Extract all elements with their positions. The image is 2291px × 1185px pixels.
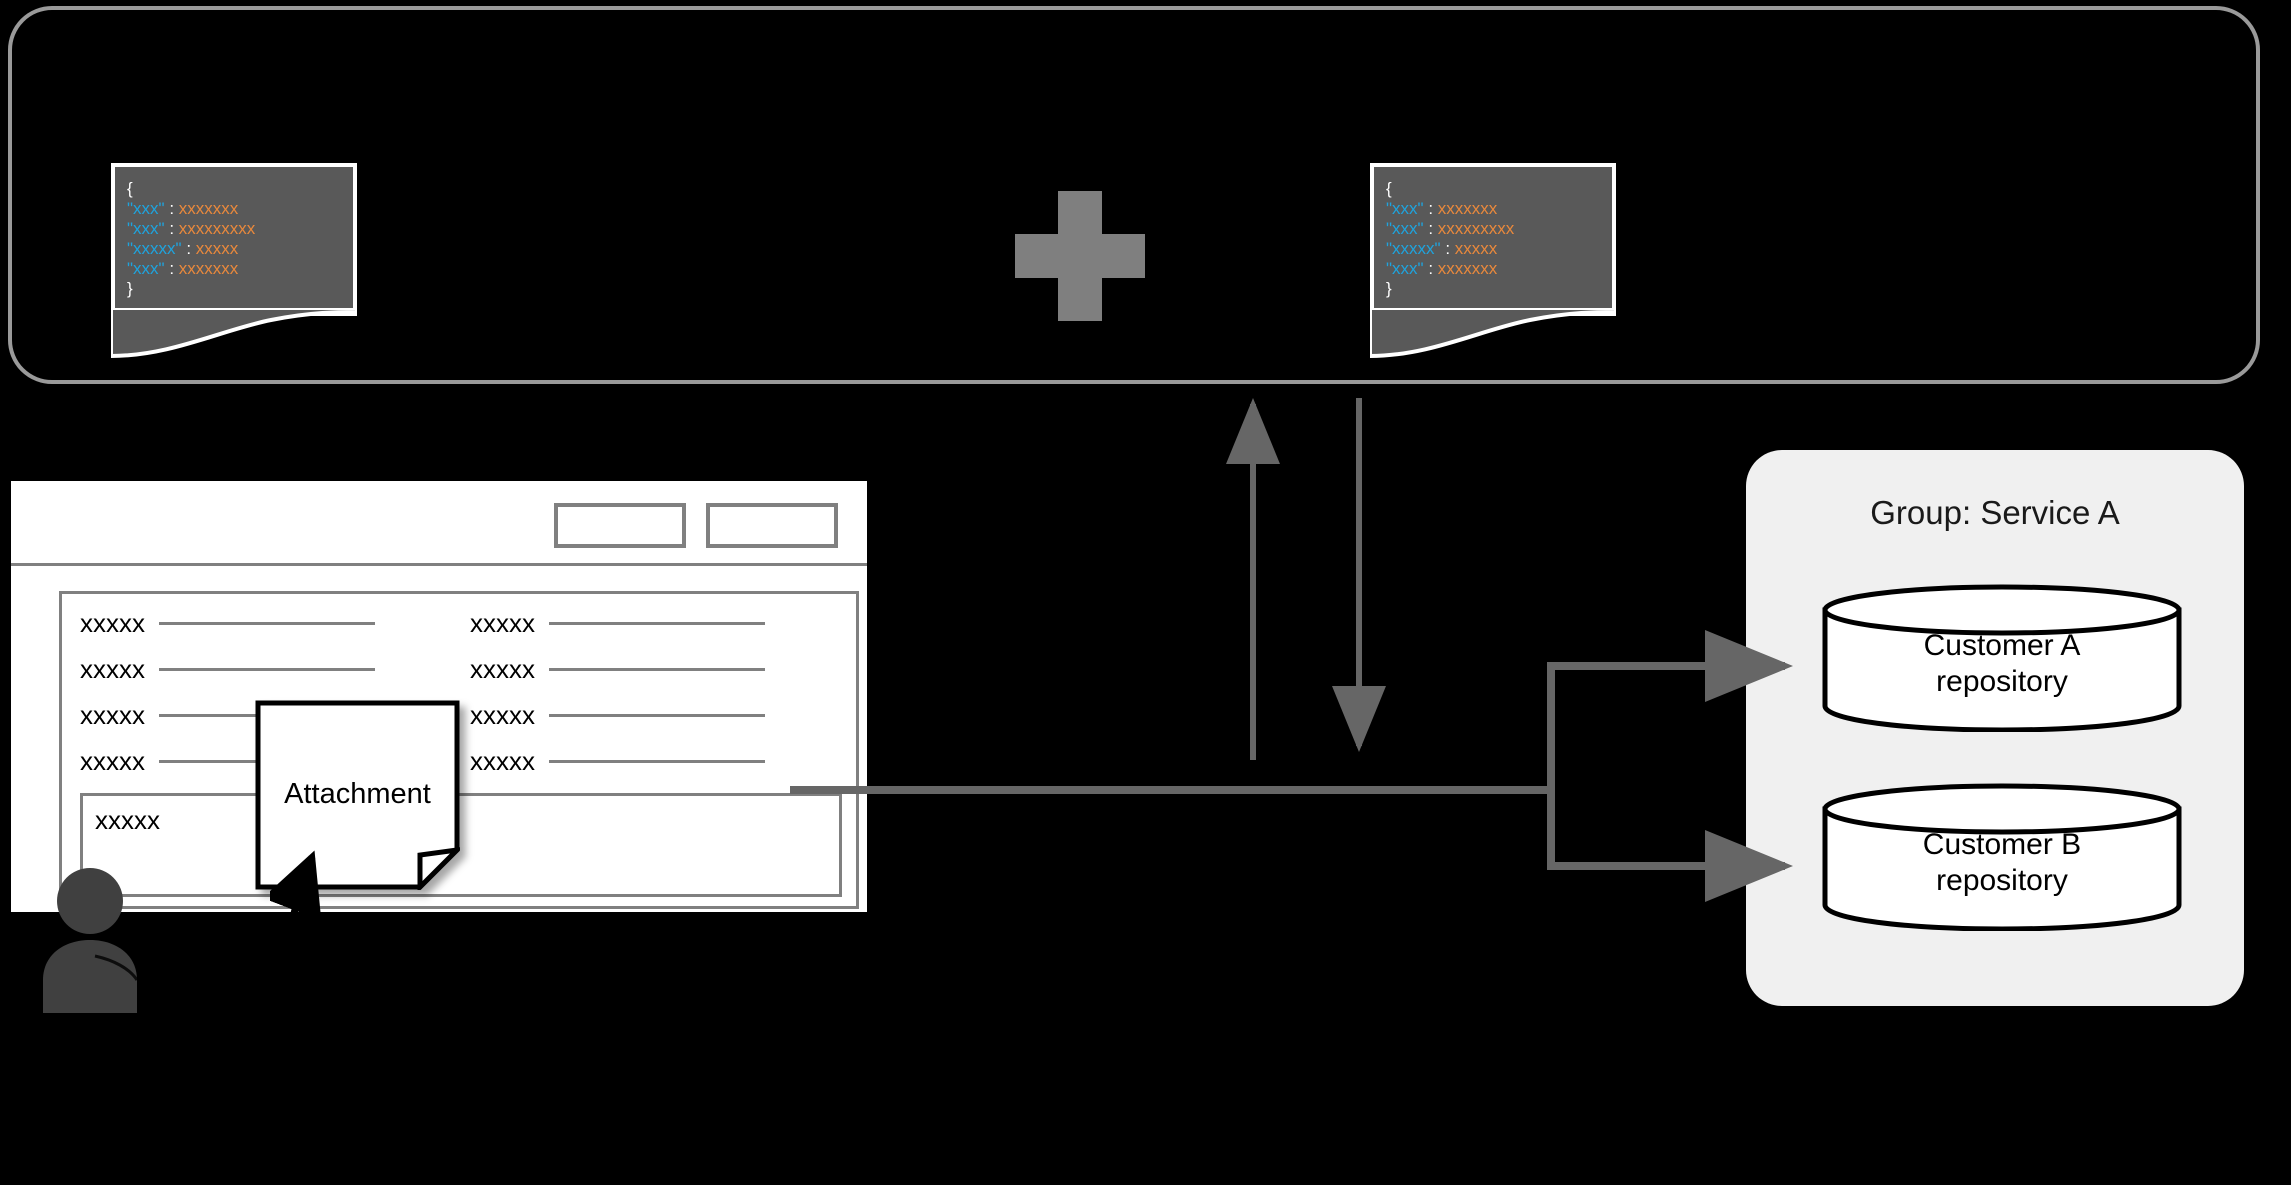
field-label: xxxxx	[470, 608, 535, 638]
field-input-line[interactable]	[549, 622, 765, 625]
subpanel-label: xxxxx	[95, 805, 160, 835]
form-field-row[interactable]: xxxxx	[470, 654, 765, 685]
json-line-2: "xxx" : xxxxxxxxx	[1386, 219, 1515, 238]
header-button-1[interactable]	[554, 503, 686, 548]
payload-group-container	[8, 6, 2260, 384]
form-field-row[interactable]: xxxxx	[470, 608, 765, 639]
form-field-row[interactable]: xxxxx	[470, 700, 765, 731]
field-label: xxxxx	[470, 700, 535, 730]
header-button-2[interactable]	[706, 503, 838, 548]
group-panel-service-a: Group: Service A Customer A repository C…	[1746, 450, 2244, 1006]
field-label: xxxxx	[80, 746, 145, 776]
json-document-right: { "xxx" : xxxxxxx "xxx" : xxxxxxxxx "xxx…	[1370, 167, 1616, 358]
json-line-open: {	[1386, 179, 1392, 198]
json-line-1: "xxx" : xxxxxxx	[127, 199, 239, 218]
json-line-close: }	[127, 279, 133, 298]
form-field-row[interactable]: xxxxx	[470, 746, 765, 777]
field-input-line[interactable]	[549, 760, 765, 763]
field-label: xxxxx	[470, 654, 535, 684]
field-label: xxxxx	[80, 700, 145, 730]
database-customer-b[interactable]: Customer B repository	[1822, 783, 2182, 931]
json-line-open: {	[127, 179, 133, 198]
group-panel-title: Group: Service A	[1870, 494, 2120, 531]
json-line-3: "xxxxx" : xxxxx	[1386, 239, 1498, 258]
user-to-attachment-arrow	[270, 850, 322, 936]
plus-horizontal-bar	[1015, 234, 1145, 278]
json-line-4: "xxx" : xxxxxxx	[127, 259, 239, 278]
form-body: xxxxx xxxxx xxxxx xxxxx xxxxx xxxxx	[59, 591, 859, 909]
form-field-row[interactable]: xxxxx	[80, 608, 375, 639]
field-input-line[interactable]	[549, 668, 765, 671]
field-input-line[interactable]	[549, 714, 765, 717]
form-header	[11, 481, 867, 566]
page-curl-icon	[1370, 308, 1616, 358]
database-customer-a[interactable]: Customer A repository	[1822, 584, 2182, 732]
plus-icon	[1015, 191, 1145, 321]
page-curl-icon	[111, 308, 357, 358]
json-document-left: { "xxx" : xxxxxxx "xxx" : xxxxxxxxx "xxx…	[111, 167, 357, 358]
field-input-line[interactable]	[159, 622, 375, 625]
field-input-line[interactable]	[159, 668, 375, 671]
json-line-close: }	[1386, 279, 1392, 298]
json-line-2: "xxx" : xxxxxxxxx	[127, 219, 256, 238]
field-label: xxxxx	[80, 654, 145, 684]
field-label: xxxxx	[80, 608, 145, 638]
form-field-row[interactable]: xxxxx	[80, 654, 375, 685]
json-line-1: "xxx" : xxxxxxx	[1386, 199, 1498, 218]
user-icon	[35, 868, 185, 1013]
json-line-3: "xxxxx" : xxxxx	[127, 239, 239, 258]
form-attachment-panel: xxxxx	[80, 793, 842, 897]
connector-form-to-repositories	[790, 630, 1793, 902]
field-label: xxxxx	[470, 746, 535, 776]
json-line-4: "xxx" : xxxxxxx	[1386, 259, 1498, 278]
